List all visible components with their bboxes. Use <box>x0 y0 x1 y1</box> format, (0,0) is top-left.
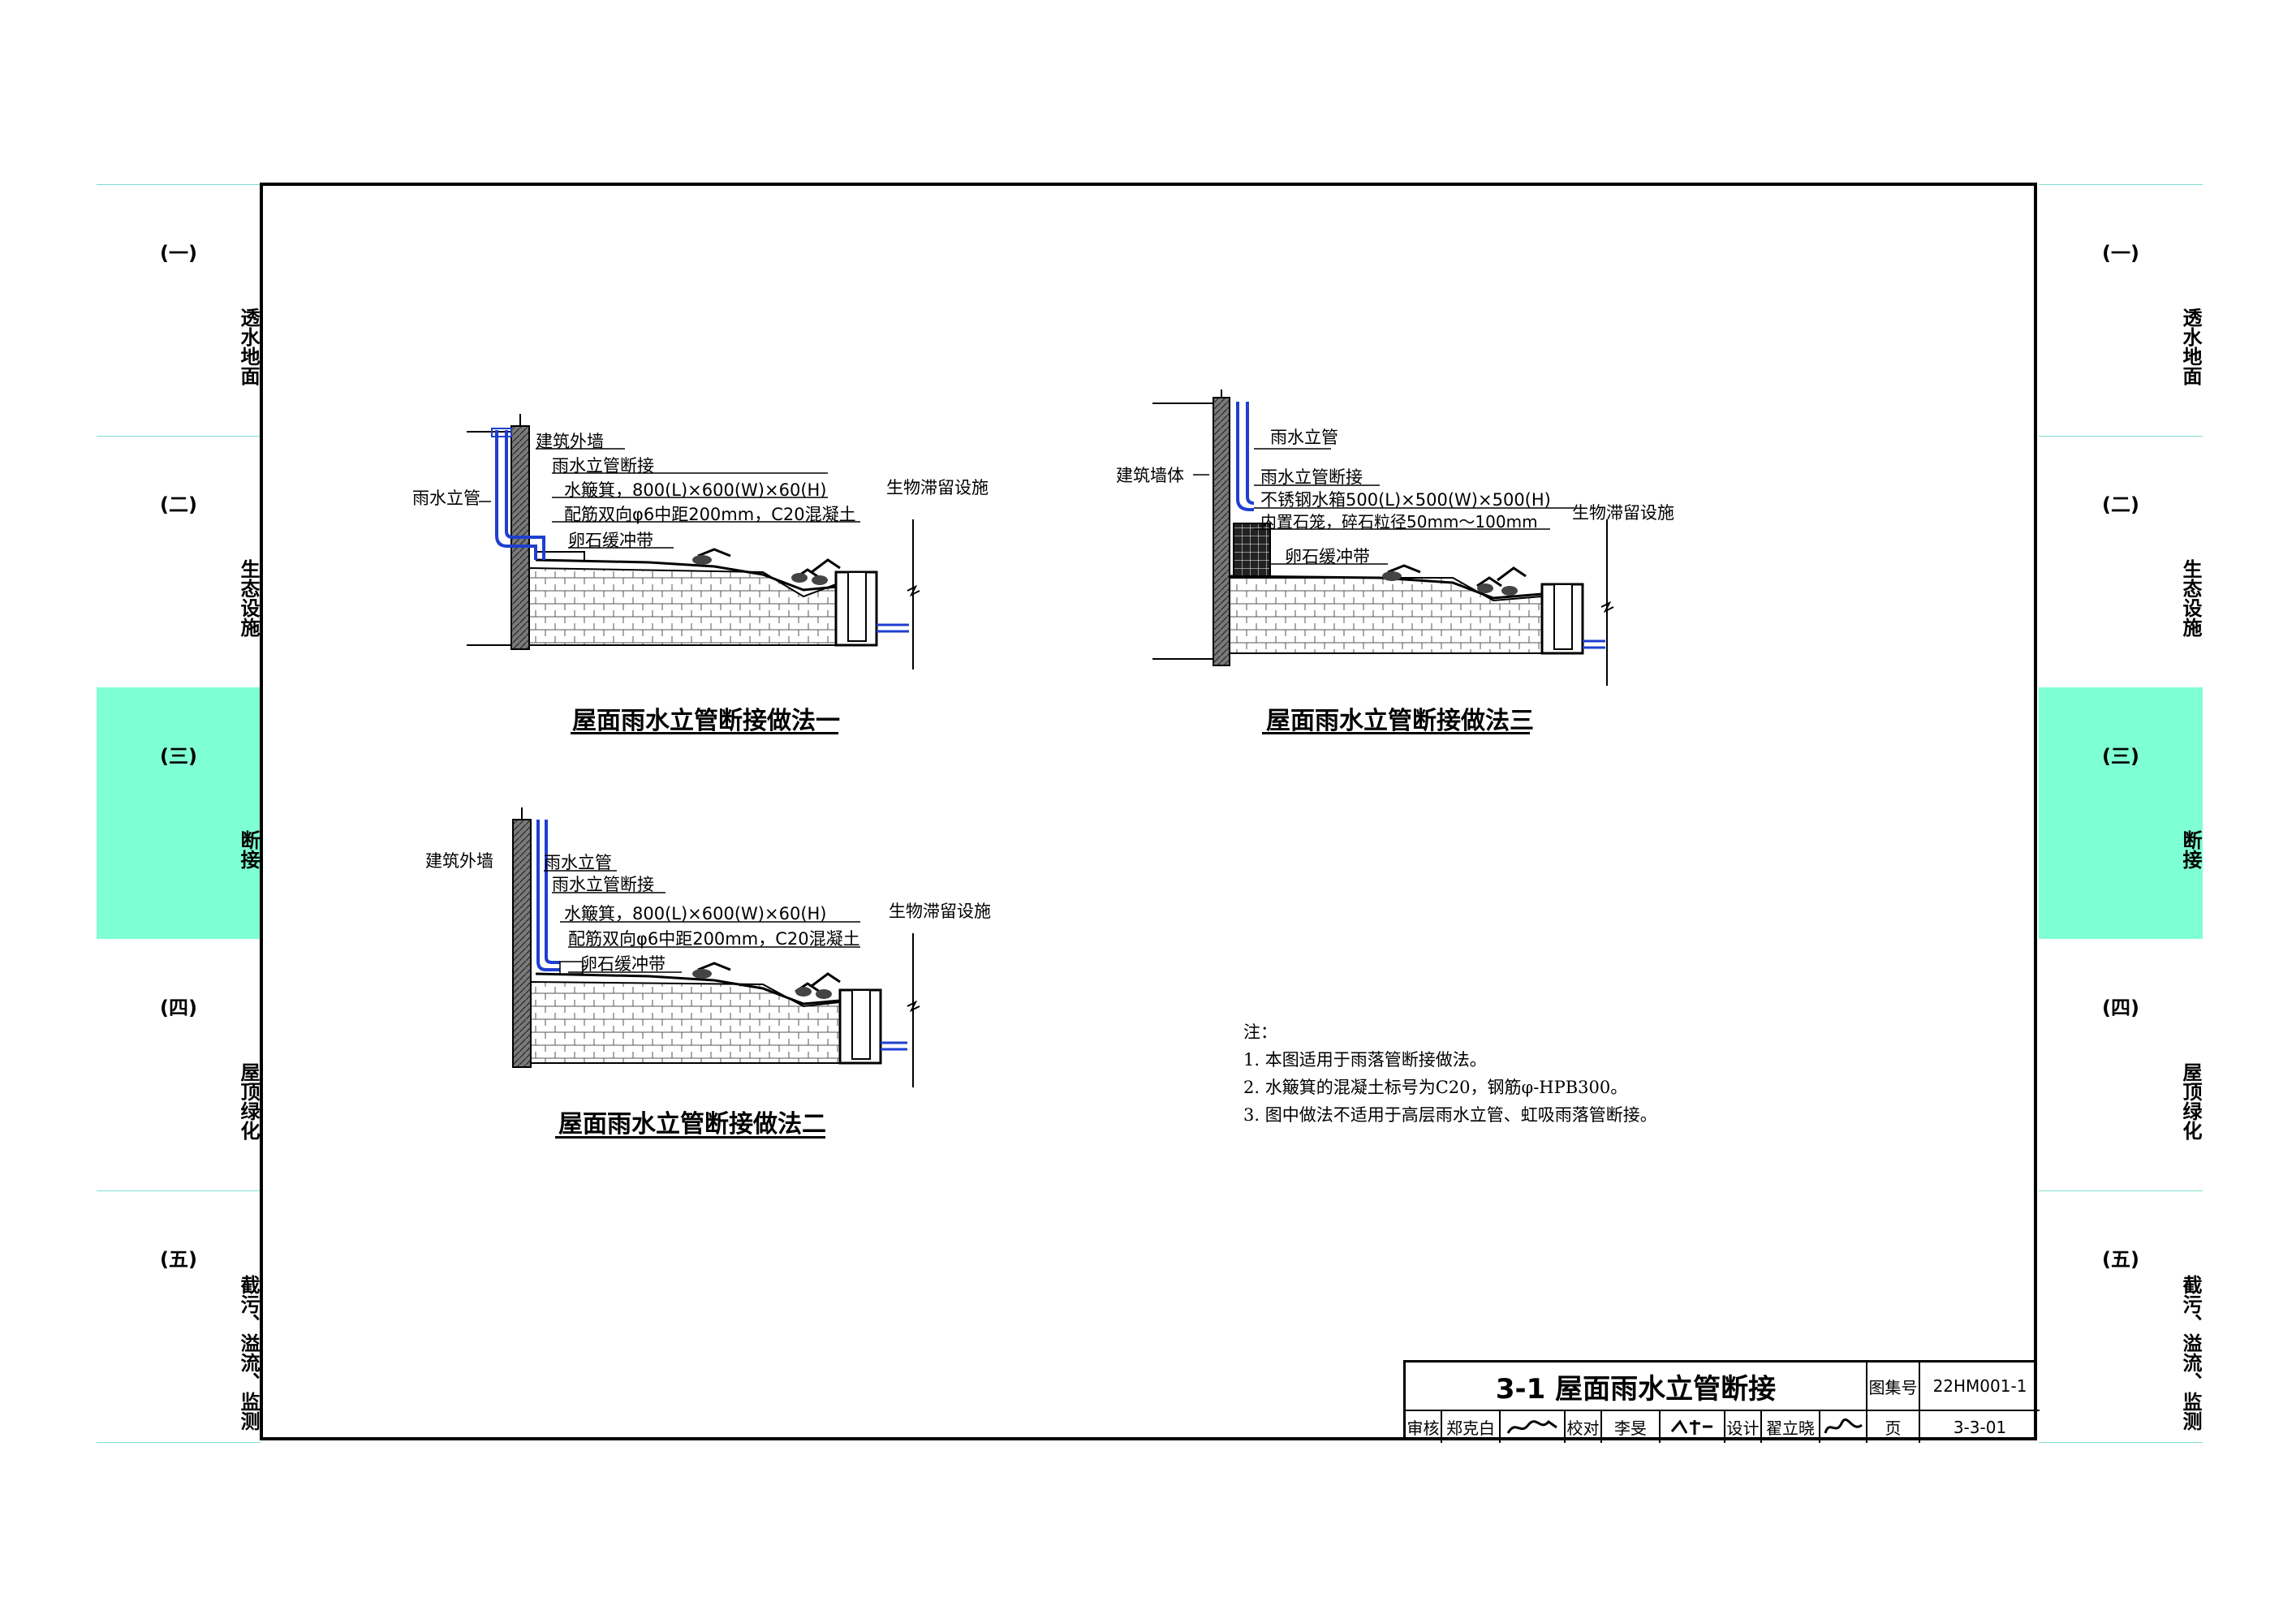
label-buffer: 卵石缓冲带 <box>580 954 666 974</box>
tab-label: 屋顶绿化 <box>237 1062 260 1140</box>
tab-code: (四) <box>160 997 197 1019</box>
separator <box>2039 1190 2203 1191</box>
label-facility: 生物滞留设施 <box>886 478 989 497</box>
tab-label: 断接 <box>2179 830 2202 869</box>
label-disconnect: 雨水立管断接 <box>552 456 654 476</box>
separator <box>97 184 261 185</box>
label-facility: 生物滞留设施 <box>889 902 991 921</box>
design-label: 设计 <box>1725 1411 1762 1443</box>
tab-label: 生态设施 <box>237 559 260 637</box>
page-label: 页 <box>1867 1411 1920 1443</box>
label-facility: 生物滞留设施 <box>1572 503 1674 523</box>
label-trough: 水簸箕，800(L)×600(W)×60(H) <box>564 904 827 923</box>
tab-pollution-overflow-monitoring[interactable]: (五) 截污、溢流、监测 <box>2039 1190 2203 1442</box>
diagram2-caption: 屋面雨水立管断接做法二 <box>558 1110 826 1139</box>
tab-label: 截污、溢流、监测 <box>2179 1275 2202 1431</box>
label-wall: 建筑外墙 <box>536 432 604 451</box>
diagram3-caption: 屋面雨水立管断接做法三 <box>1266 707 1534 735</box>
notes-heading: 注： <box>1243 1022 1277 1042</box>
tab-code: (一) <box>2102 242 2139 265</box>
tab-label: 屋顶绿化 <box>2179 1062 2202 1140</box>
tab-code: (四) <box>2102 997 2139 1019</box>
label-disconnect: 雨水立管断接 <box>1260 467 1363 487</box>
designer-name: 翟立晓 <box>1762 1411 1820 1443</box>
tab-label: 透水地面 <box>2179 308 2202 385</box>
tab-green-roof[interactable]: (四) 屋顶绿化 <box>2039 939 2203 1190</box>
drawing-frame <box>260 183 2037 1440</box>
designer-signature-image <box>1824 1418 1863 1434</box>
label-disconnect: 雨水立管断接 <box>552 875 654 894</box>
tab-permeable-ground[interactable]: (一) 透水地面 <box>2039 184 2203 436</box>
label-wall: 建筑外墙 <box>425 851 493 871</box>
diagram1-caption: 屋面雨水立管断接做法一 <box>572 707 840 735</box>
tab-code: (二) <box>2102 493 2139 516</box>
reviewer-signature <box>1501 1411 1566 1443</box>
tab-code: (三) <box>160 745 197 768</box>
tab-disconnection[interactable]: (三) 断接 <box>2039 687 2203 939</box>
label-pipe: 雨水立管 <box>412 489 480 508</box>
reviewer-signature-image <box>1506 1419 1557 1434</box>
separator <box>2039 184 2203 185</box>
tab-code: (一) <box>160 242 197 265</box>
note-item: 3. 图中做法不适用于高层雨水立管、虹吸雨落管断接。 <box>1243 1105 1657 1125</box>
tab-code: (二) <box>160 493 197 516</box>
separator <box>2039 436 2203 437</box>
label-wall: 建筑墙体 <box>1116 466 1184 485</box>
label-stones: 内置石笼，碎石粒径50mm～100mm <box>1260 512 1538 532</box>
separator <box>97 1442 261 1443</box>
note-item: 1. 本图适用于雨落管断接做法。 <box>1243 1050 1487 1070</box>
tab-label: 截污、溢流、监测 <box>237 1275 260 1431</box>
tab-label: 断接 <box>237 830 260 869</box>
tab-label: 生态设施 <box>2179 559 2202 637</box>
review-label: 审核 <box>1406 1411 1442 1443</box>
label-buffer: 卵石缓冲带 <box>568 531 653 550</box>
separator <box>97 1190 261 1191</box>
diagram3-section <box>1152 390 1614 686</box>
caption-underline <box>555 1136 825 1139</box>
tab-code: (三) <box>2102 745 2139 768</box>
reviewer-name: 郑克白 <box>1442 1411 1501 1443</box>
label-rebar: 配筋双向φ6中距200mm，C20混凝土 <box>568 929 860 949</box>
tab-green-roof[interactable]: (四) 屋顶绿化 <box>97 939 261 1190</box>
separator <box>97 436 261 437</box>
label-tank: 不锈钢水箱500(L)×500(W)×500(H) <box>1260 490 1551 510</box>
diagram2-section <box>512 807 920 1087</box>
designer-signature <box>1820 1411 1867 1443</box>
tab-code: (五) <box>160 1248 197 1271</box>
atlas-number: 22HM001-1 <box>1920 1363 2040 1411</box>
caption-underline <box>1262 732 1530 734</box>
tab-ecological-facilities[interactable]: (二) 生态设施 <box>97 436 261 687</box>
separator <box>2039 1442 2203 1443</box>
atlas-label: 图集号 <box>1867 1363 1920 1411</box>
label-rebar: 配筋双向φ6中距200mm，C20混凝土 <box>564 505 856 524</box>
checker-signature <box>1661 1411 1725 1443</box>
check-label: 校对 <box>1566 1411 1602 1443</box>
tab-code: (五) <box>2102 1248 2139 1271</box>
title-block: 3-1 屋面雨水立管断接 图集号 22HM001-1 审核 郑克白 校对 李旻 … <box>1403 1360 2040 1443</box>
tab-ecological-facilities[interactable]: (二) 生态设施 <box>2039 436 2203 687</box>
label-trough: 水簸箕，800(L)×600(W)×60(H) <box>564 480 827 500</box>
tab-disconnection[interactable]: (三) 断接 <box>97 687 261 939</box>
note-item: 2. 水簸箕的混凝土标号为C20，钢筋φ-HPB300。 <box>1243 1078 1628 1097</box>
tab-permeable-ground[interactable]: (一) 透水地面 <box>97 184 261 436</box>
tab-pollution-overflow-monitoring[interactable]: (五) 截污、溢流、监测 <box>97 1190 261 1442</box>
tab-label: 透水地面 <box>237 308 260 385</box>
drawing-title: 3-1 屋面雨水立管断接 <box>1406 1363 1867 1411</box>
notes: 注： 1. 本图适用于雨落管断接做法。 2. 水簸箕的混凝土标号为C20，钢筋φ… <box>1243 1018 1657 1129</box>
checker-signature-image <box>1670 1419 1712 1435</box>
label-pipe: 雨水立管 <box>544 853 612 872</box>
label-pipe: 雨水立管 <box>1270 428 1338 447</box>
diagram1-section <box>467 414 920 669</box>
caption-underline <box>571 732 838 734</box>
page-number: 3-3-01 <box>1953 1417 2007 1437</box>
checker-name: 李旻 <box>1602 1411 1661 1443</box>
label-buffer: 卵石缓冲带 <box>1285 547 1370 566</box>
